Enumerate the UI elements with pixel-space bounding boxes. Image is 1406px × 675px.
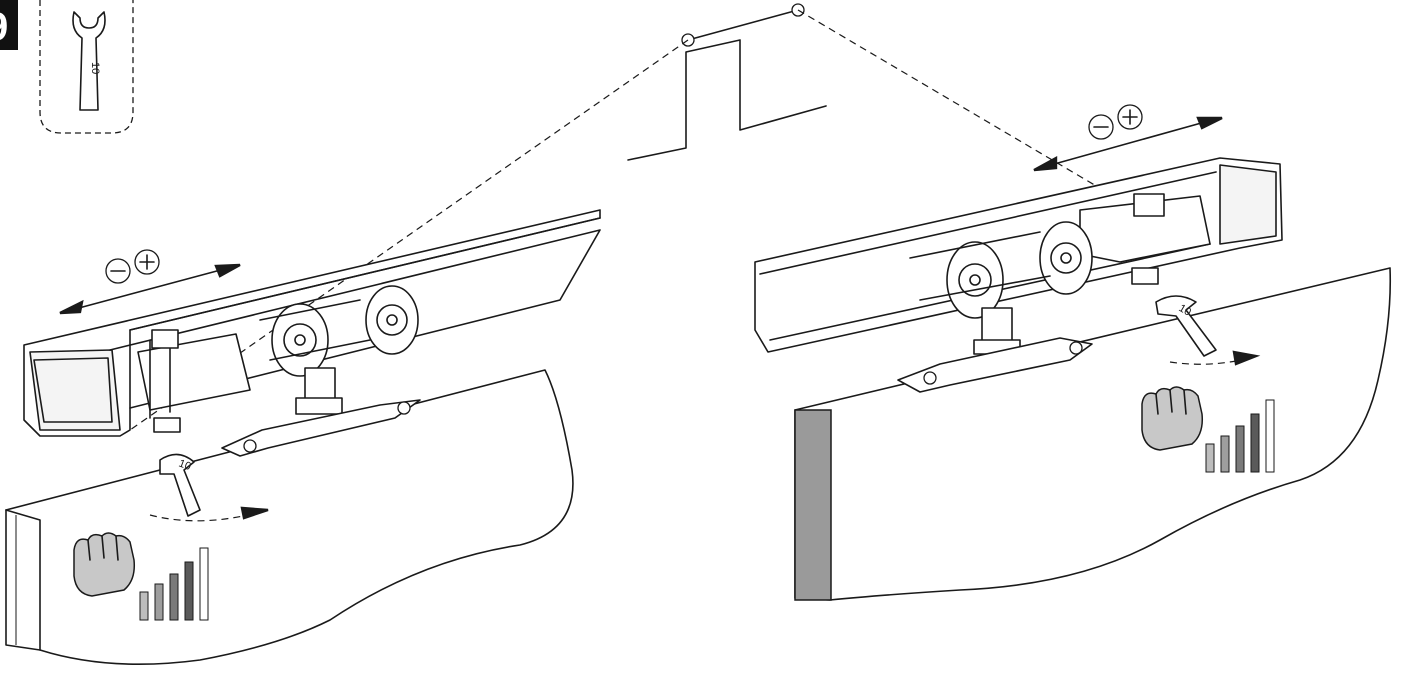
roller-wheels-left [259, 285, 419, 377]
step-badge: 9 [0, 0, 18, 50]
plus-circle-icon [1117, 104, 1143, 130]
wrench-left: 10 [159, 453, 201, 517]
left-view: 10 [5, 209, 601, 666]
door-panel-left [5, 369, 574, 666]
strength-bars-right [1205, 399, 1275, 473]
plus-circle-icon [134, 249, 160, 275]
door-panel-right [794, 267, 1392, 601]
door-edge [794, 409, 832, 601]
tool-box: 10 [39, 0, 134, 134]
strength-bars-left [139, 547, 209, 621]
open-end-wrench-icon: 10 [72, 11, 106, 111]
minus-circle-icon [105, 258, 131, 284]
wrench-size: 10 [89, 62, 101, 74]
svg-text:10: 10 [1177, 302, 1194, 319]
svg-text:10: 10 [177, 458, 193, 473]
fist-icon [73, 532, 136, 597]
wrench-right: 10 [1155, 295, 1217, 357]
fist-icon [1141, 386, 1204, 451]
minus-circle-icon [1088, 114, 1114, 140]
roller-wheels-right [909, 221, 1093, 319]
step-number: 9 [0, 5, 8, 49]
right-view: 10 [754, 104, 1392, 601]
